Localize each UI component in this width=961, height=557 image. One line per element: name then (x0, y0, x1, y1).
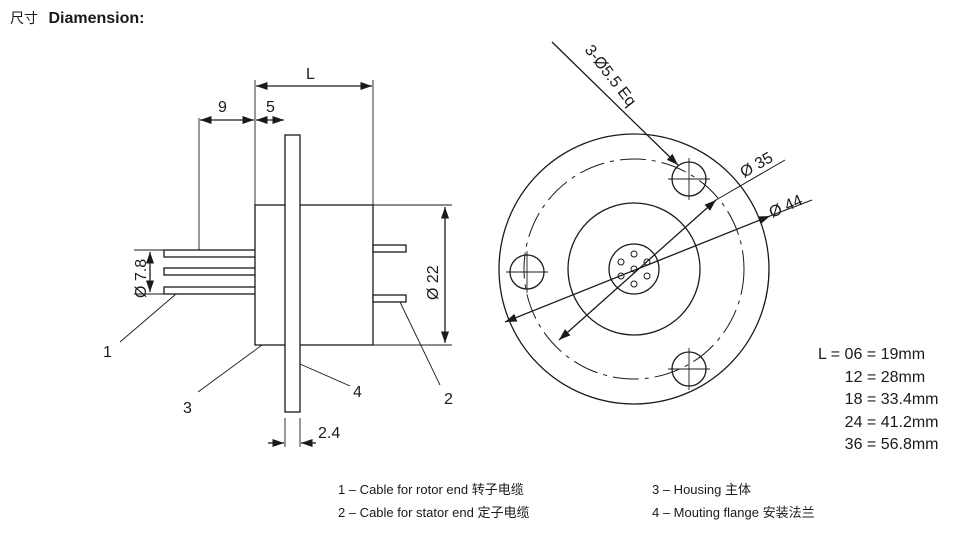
mounting-hole-bottom (668, 348, 710, 390)
callout-2: 2 (444, 391, 453, 408)
legend-item: 4 – Mouting flange 安装法兰 (652, 505, 815, 520)
mounting-hole-left (506, 251, 548, 293)
legend-item: 3 – Housing 主体 (652, 482, 751, 497)
side-view (119, 80, 452, 448)
legend-item: 2 – Cable for stator end 定子电缆 (338, 505, 530, 520)
dim-5-label: 5 (266, 99, 275, 116)
dim-44-label: Ø 44 (767, 192, 806, 222)
mounting-hole-top (668, 158, 710, 200)
length-row: 18 = 33.4mm (818, 391, 939, 408)
page-title: 尺寸 Diamension: (10, 8, 144, 28)
rotor-cable-wires (163, 249, 257, 295)
length-row: 12 = 28mm (818, 368, 926, 386)
legend-item: 1 – Cable for rotor end 转子电缆 (338, 482, 524, 497)
legend-left: 1 – Cable for rotor end 转子电缆 2 – Cable f… (338, 479, 529, 525)
length-table: L = 06 = 19mm 12 = 28mm 18 = 33.4mm 24 =… (818, 346, 939, 459)
front-view-labels: 3-Ø5.5 Eq Ø 35 Ø 44 (581, 42, 806, 222)
title-chinese: 尺寸 (10, 11, 38, 27)
flange-outer-circle (498, 133, 770, 405)
callout-4: 4 (353, 384, 362, 401)
length-row: 24 = 41.2mm (818, 413, 939, 431)
housing-circle (567, 202, 701, 336)
dim-L-label: L (306, 66, 315, 83)
side-view-labels: L 9 5 2.4 Ø 7.8 Ø 22 1 2 3 4 (103, 66, 453, 442)
legend-right: 3 – Housing 主体 4 – Mouting flange 安装法兰 (652, 479, 815, 525)
callout-3: 3 (183, 400, 192, 417)
stator-cable-pins (372, 244, 407, 303)
mounting-flange (284, 134, 301, 413)
length-row: 36 = 56.8mm (818, 436, 939, 453)
dim-22-label: Ø 22 (425, 265, 442, 300)
bolt-circle (523, 158, 745, 380)
hub-pin-holes (617, 250, 651, 288)
title-english: Diamension: (48, 10, 145, 27)
dim-2-4-label: 2.4 (318, 425, 340, 442)
callout-1: 1 (103, 344, 112, 361)
dim-7-8-label: Ø 7.8 (133, 259, 150, 298)
hole-spec-label: 3-Ø5.5 Eq (581, 42, 639, 110)
length-row: L = 06 = 19mm (818, 346, 926, 363)
front-view (498, 41, 813, 405)
dim-9-label: 9 (218, 99, 227, 116)
housing (254, 204, 374, 346)
